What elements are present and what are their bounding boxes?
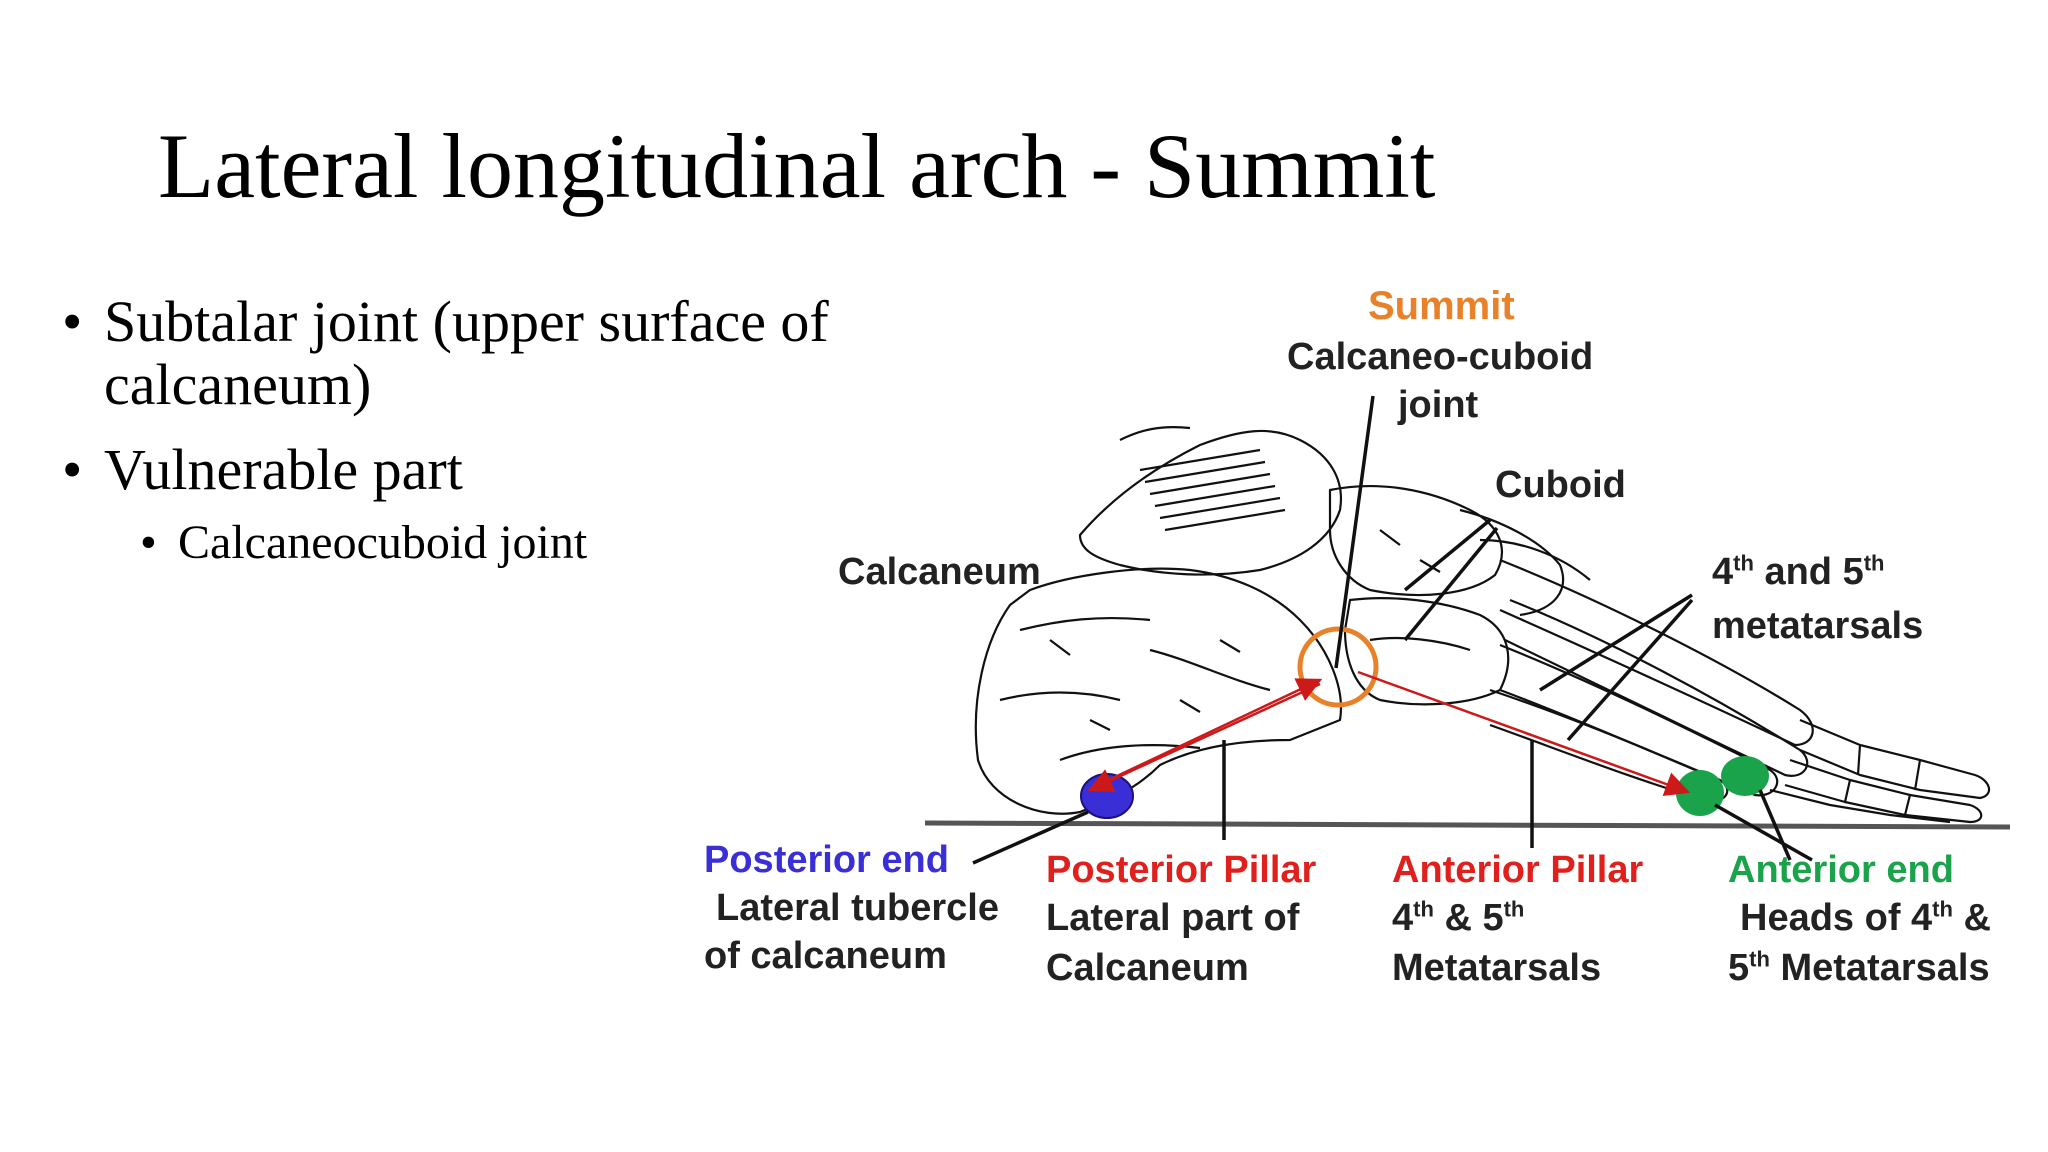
ground-line bbox=[924, 820, 2011, 830]
anterior-pillar-title: Anterior Pillar bbox=[1392, 849, 1644, 891]
posterior-end-title: Posterior end bbox=[704, 839, 949, 881]
leader-lines bbox=[972, 395, 1813, 865]
anterior-pillar-line2: Metatarsals bbox=[1392, 947, 1602, 989]
bullet-dot-icon: • bbox=[62, 437, 83, 502]
posterior-pillar-line2: Calcaneum bbox=[1046, 947, 1249, 989]
posterior-pillar-line1: Lateral part of bbox=[1046, 897, 1300, 939]
anterior-end-marker-2 bbox=[1721, 756, 1769, 796]
anterior-pillar-line1: 4th & 5th bbox=[1392, 896, 1525, 939]
metatarsals-label-line1: 4th and 5th bbox=[1712, 550, 1885, 593]
anterior-end-line2: 5th Metatarsals bbox=[1728, 946, 1990, 989]
summit-circle bbox=[1297, 626, 1379, 708]
posterior-end-line1: Lateral tubercle bbox=[716, 887, 999, 929]
bullet-item: • Vulnerable part bbox=[62, 438, 902, 501]
bullet-list: • Subtalar joint (upper surface of calca… bbox=[62, 290, 902, 571]
cuboid-label: Cuboid bbox=[1495, 464, 1626, 506]
bullet-text: Vulnerable part bbox=[104, 437, 463, 502]
anterior-pillar-arrow bbox=[1357, 670, 1691, 797]
calcaneum-label: Calcaneum bbox=[838, 551, 1041, 593]
anterior-end-title: Anterior end bbox=[1728, 849, 1954, 891]
bullet-dot-icon: • bbox=[62, 289, 83, 354]
foot-bones-illustration bbox=[974, 426, 1991, 824]
summit-label-line1: Calcaneo-cuboid bbox=[1287, 336, 1594, 378]
posterior-end-line2: of calcaneum bbox=[704, 935, 947, 977]
posterior-pillar-title: Posterior Pillar bbox=[1046, 849, 1317, 891]
bullet-item: • Subtalar joint (upper surface of calca… bbox=[62, 290, 902, 416]
bullet-text: Subtalar joint (upper surface of bbox=[104, 289, 829, 354]
sub-bullet-item: • Calcaneocuboid joint bbox=[140, 515, 902, 571]
posterior-pillar-arrow-return bbox=[1087, 682, 1321, 792]
sub-bullet-text: Calcaneocuboid joint bbox=[178, 516, 588, 569]
sub-bullet-dot-icon: • bbox=[140, 516, 157, 569]
bullet-text-continued: calcaneum) bbox=[104, 352, 372, 417]
slide-title: Lateral longitudinal arch - Summit bbox=[158, 115, 1436, 217]
posterior-pillar-arrow bbox=[1097, 678, 1323, 787]
metatarsals-label-line2: metatarsals bbox=[1712, 605, 1924, 647]
summit-label-line2: joint bbox=[1398, 384, 1479, 426]
summit-title: Summit bbox=[1368, 284, 1515, 328]
anterior-end-marker-1 bbox=[1676, 770, 1724, 816]
anterior-end-line1: Heads of 4th & bbox=[1740, 896, 1991, 939]
